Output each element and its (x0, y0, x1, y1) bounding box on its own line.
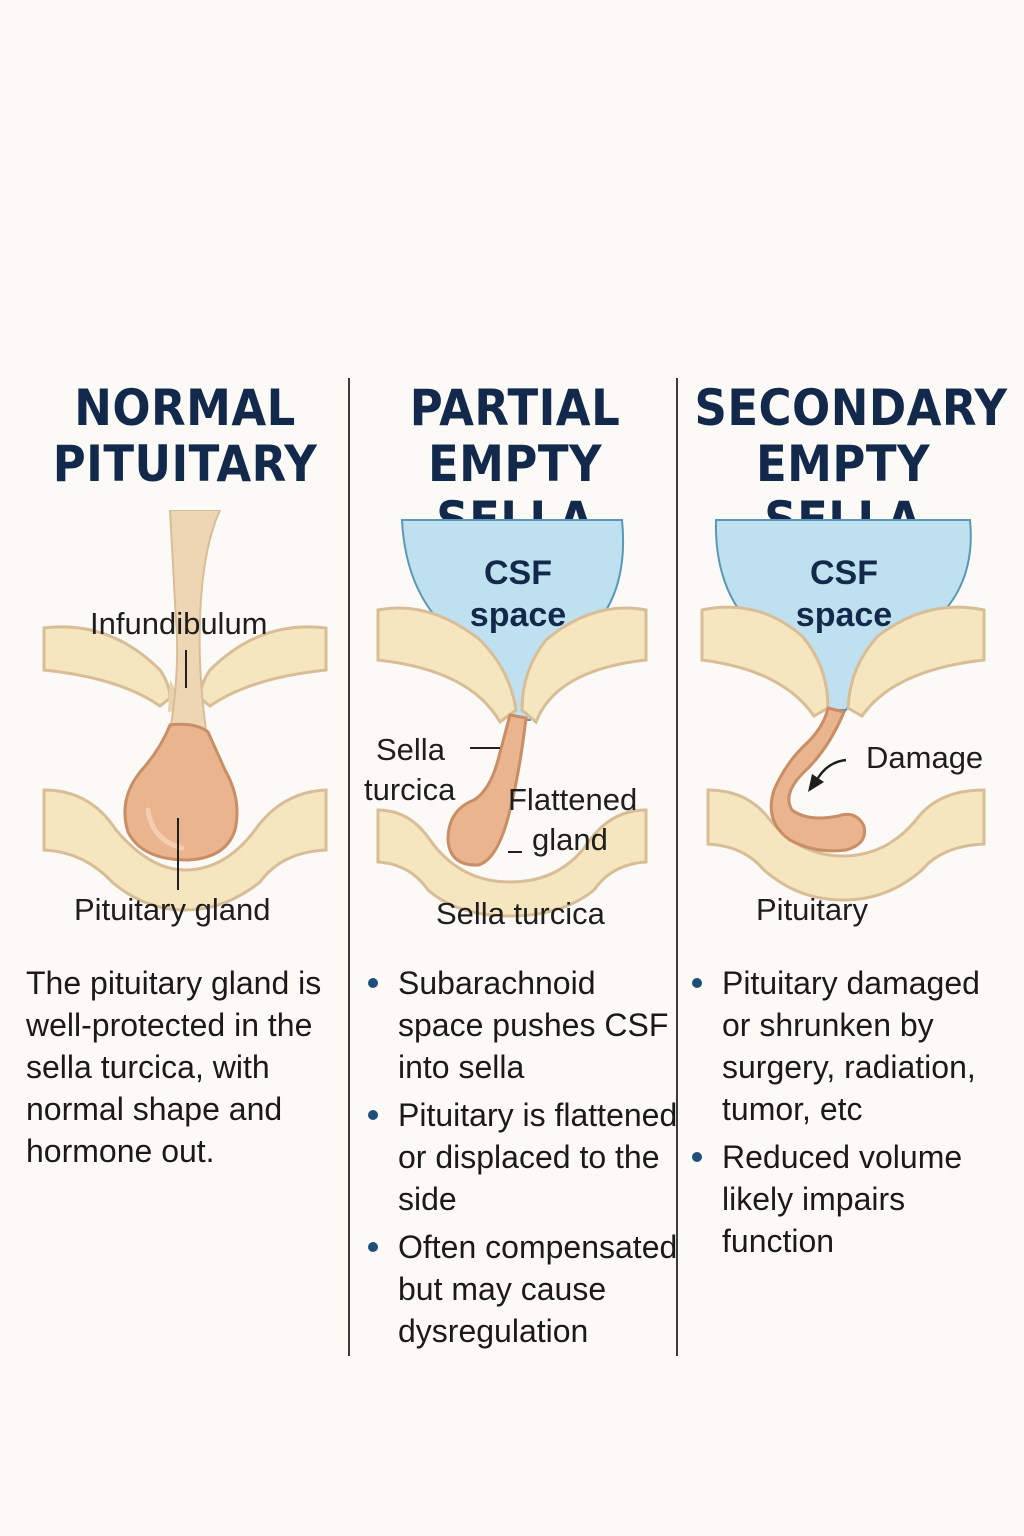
secondary-empty-sella-illustration (700, 519, 986, 902)
sella-floor (376, 808, 648, 918)
upper-bone-right (520, 606, 648, 725)
label-sella-turcica-upper: Sella turcica (364, 730, 455, 810)
csf-line-1: CSF (484, 554, 552, 592)
normal-pituitary-illustration (42, 510, 328, 912)
bullet-item: Pituitary is flattened or displaced to t… (360, 1094, 682, 1220)
flattened-line-2: gland (532, 822, 608, 857)
label-pituitary: Pituitary (756, 892, 868, 927)
upper-bone-left (376, 606, 518, 725)
title-line-1: SECONDARY (694, 379, 1008, 437)
title-line-2: PITUITARY (52, 435, 318, 493)
title-line-1: PARTIAL (409, 379, 621, 437)
column-divider-left (348, 378, 350, 1356)
csf-line-1: CSF (810, 554, 878, 592)
upper-bone-left (42, 625, 172, 708)
csf-line-2: space (469, 596, 567, 634)
sella-line-1: Sella (376, 732, 445, 767)
label-sella-turcica-bottom: Sella turcica (436, 896, 605, 931)
bullet-item: Pituitary damaged or shrunken by surgery… (684, 962, 1004, 1130)
bullet-item: Reduced volume likely impairs function (684, 1136, 1004, 1262)
column-normal-pituitary: NORMAL PITUITARY Infundibulum Pituitary … (20, 380, 350, 1169)
label-csf-space: CSF space (774, 552, 914, 636)
label-pituitary-gland: Pituitary gland (74, 892, 271, 927)
sella-line-2: turcica (364, 772, 456, 807)
description-normal: The pituitary gland is well-protected in… (26, 965, 322, 1169)
bullets-secondary: Pituitary damaged or shrunken by surgery… (684, 962, 1004, 1268)
pituitary-gland (123, 722, 239, 862)
csf-line-2: space (795, 596, 893, 634)
upper-bone-left (700, 605, 830, 718)
label-damage: Damage (866, 740, 984, 775)
label-csf-space: CSF space (448, 552, 588, 636)
column-partial-empty-sella: PARTIAL EMPTY SELLA CSF space Sella turc… (350, 379, 680, 1349)
label-flattened-gland: Flattened gland (508, 780, 637, 860)
sella-floor (42, 788, 328, 912)
column-divider-right (676, 378, 678, 1356)
column-secondary-empty-sella: SECONDARY EMPTY SELLA CSF space Damage P… (678, 379, 1008, 1259)
column-title: NORMAL PITUITARY (37, 380, 334, 492)
title-line-1: NORMAL (74, 379, 296, 437)
csf-space (400, 519, 625, 721)
damage-arrow (816, 758, 847, 779)
bullet-item: Often compensated but may cause dysregul… (360, 1226, 682, 1352)
flattened-line-1: Flattened (508, 782, 638, 817)
label-infundibulum: Infundibulum (90, 606, 268, 641)
flattened-pituitary (446, 713, 528, 867)
damaged-pituitary (769, 706, 867, 853)
upper-bone-right (846, 605, 986, 718)
bullet-item: Subarachnoid space pushes CSF into sella (360, 962, 682, 1088)
partial-empty-sella-illustration (376, 519, 648, 918)
bullets-partial: Subarachnoid space pushes CSF into sella… (360, 962, 682, 1358)
